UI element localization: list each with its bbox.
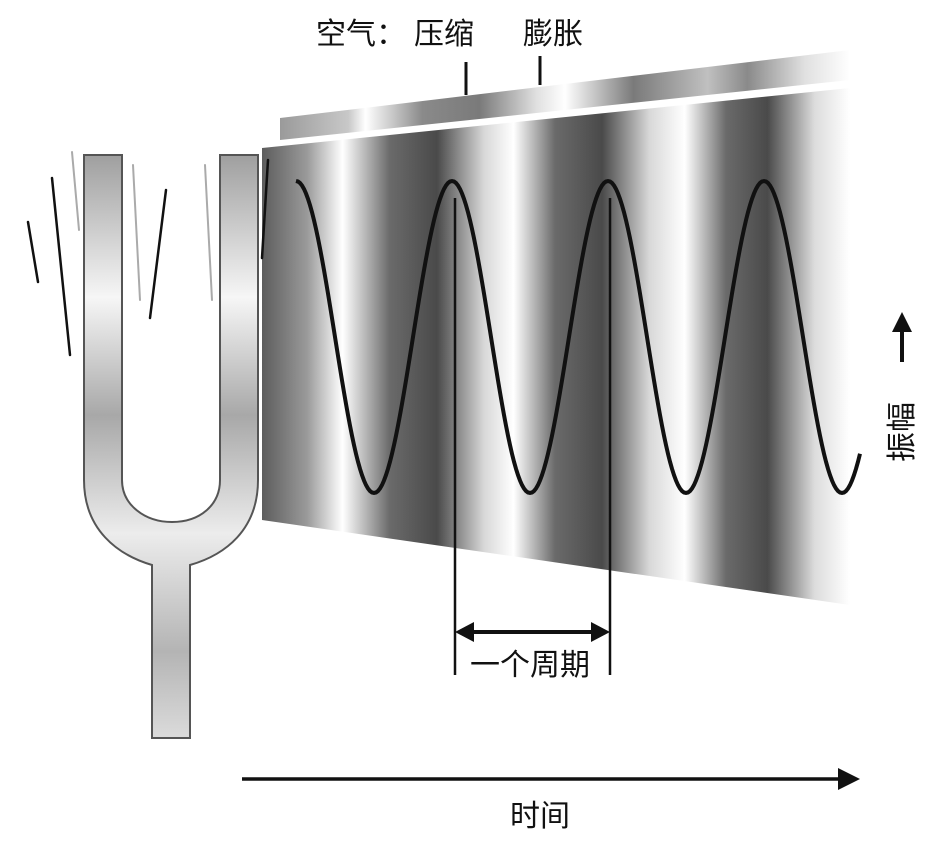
amplitude-arrow-head — [892, 312, 912, 332]
vibration-lines — [26, 151, 270, 357]
period-arrow-right-head — [591, 622, 610, 642]
period-label: 一个周期 — [470, 648, 590, 683]
expansion-label: 膨胀 — [523, 17, 583, 52]
sine-wave — [295, 178, 862, 496]
period-arrow-left-head — [455, 622, 474, 642]
compression-label: 压缩 — [414, 17, 474, 52]
air-label: 空气： — [316, 17, 406, 52]
air-band — [262, 88, 850, 605]
time-label: 时间 — [510, 799, 570, 834]
tuning-fork — [83, 154, 259, 739]
air-pressure-strip — [280, 50, 850, 140]
amplitude-label: 振幅 — [885, 402, 920, 462]
time-axis-arrow-head — [838, 768, 860, 790]
